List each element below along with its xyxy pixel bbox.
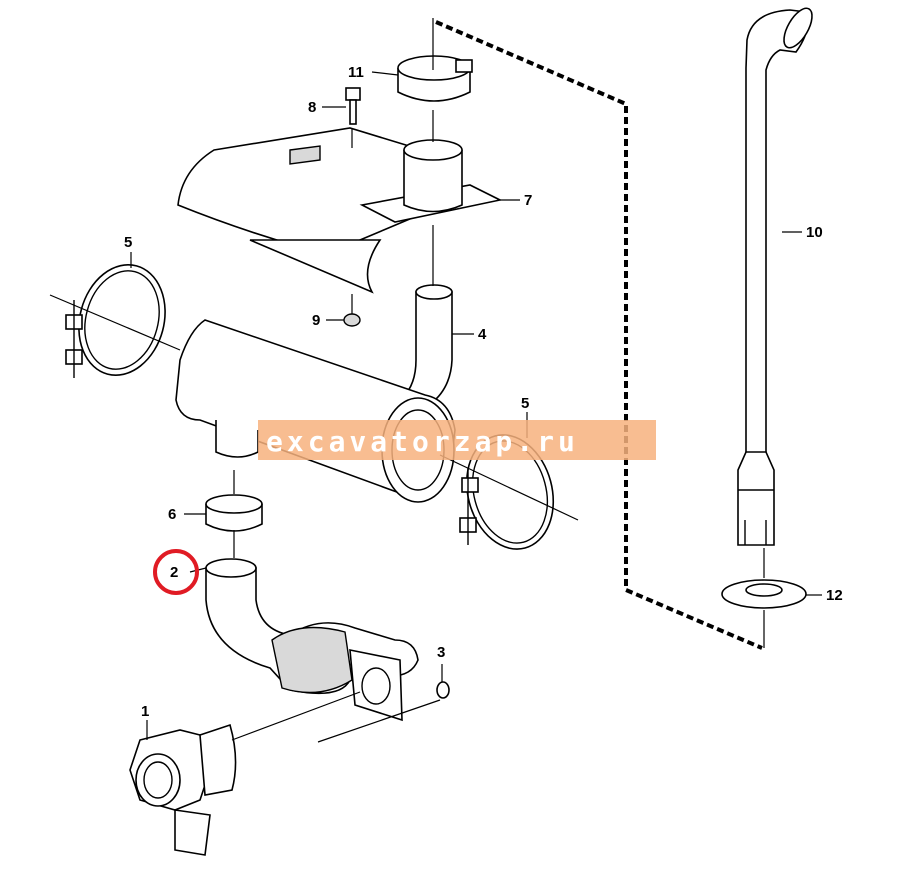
left-clamp bbox=[65, 264, 166, 378]
small-clamp bbox=[205, 494, 263, 532]
callout-12: 12 bbox=[826, 587, 843, 604]
turbocharger bbox=[129, 723, 237, 856]
callout-11: 11 bbox=[348, 64, 364, 81]
dashed-boundary bbox=[435, 20, 763, 650]
callout-5-left: 5 bbox=[124, 234, 132, 251]
callout-7: 7 bbox=[524, 192, 532, 209]
callout-1: 1 bbox=[141, 703, 149, 720]
callout-6: 6 bbox=[168, 506, 176, 523]
callout-8: 8 bbox=[308, 99, 316, 116]
muffler-outlet-pipe bbox=[377, 284, 453, 419]
stack-washer bbox=[721, 579, 807, 609]
muffler bbox=[175, 319, 456, 503]
callout-3: 3 bbox=[437, 644, 445, 661]
callout-2: 2 bbox=[170, 564, 178, 581]
nut bbox=[343, 313, 361, 327]
highlight-ring bbox=[153, 549, 199, 595]
callout-5-right: 5 bbox=[521, 395, 529, 412]
gasket bbox=[436, 681, 450, 699]
watermark-band bbox=[258, 420, 656, 460]
watermark-text: excavatorzap.ru bbox=[266, 425, 579, 458]
bolt bbox=[345, 87, 361, 125]
flexible-exhaust-pipe bbox=[205, 558, 419, 722]
top-clamp bbox=[397, 55, 473, 102]
heat-shield bbox=[177, 127, 503, 294]
callout-4: 4 bbox=[478, 326, 487, 343]
callout-10: 10 bbox=[806, 224, 823, 241]
right-clamp bbox=[459, 434, 555, 550]
callout-9: 9 bbox=[312, 312, 320, 329]
exhaust-stack bbox=[737, 7, 813, 546]
